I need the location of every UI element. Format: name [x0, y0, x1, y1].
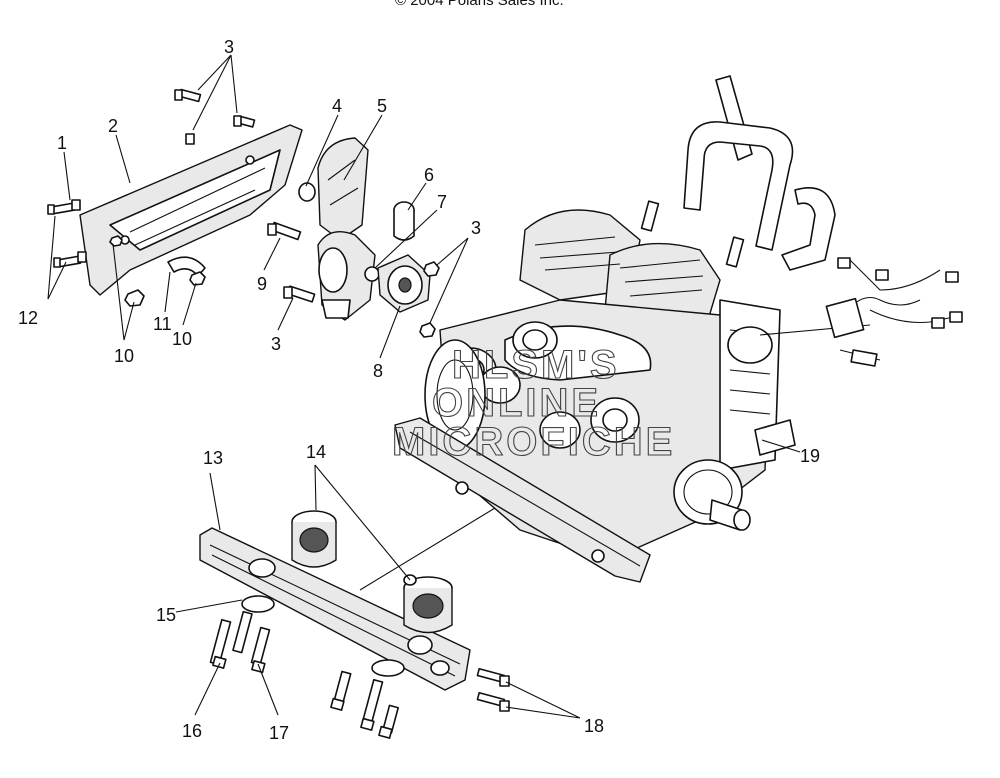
callout-3-top: 3 [224, 37, 234, 57]
callout-14: 14 [306, 442, 326, 462]
callout-4: 4 [332, 96, 342, 116]
wiring-harness [759, 257, 963, 367]
bolts-top [174, 88, 256, 145]
callout-6: 6 [424, 165, 434, 185]
callout-3-right: 3 [471, 218, 481, 238]
callout-9: 9 [257, 274, 267, 294]
washer-15 [241, 595, 275, 613]
callout-11: 11 [153, 314, 172, 334]
watermark: HLSM'S ONLINE MICROFICHE [391, 342, 675, 464]
callout-10-left: 10 [114, 346, 134, 366]
callout-8: 8 [373, 361, 383, 381]
callout-2: 2 [108, 116, 118, 136]
copyright-text: © 2004 Polaris Sales Inc. [395, 0, 564, 9]
bolt-9 [267, 221, 302, 241]
callout-18: 18 [584, 716, 604, 736]
callout-19: 19 [800, 446, 820, 466]
callout-numbers: 3 1 2 12 10 11 10 4 5 6 7 3 9 3 8 13 14 … [18, 37, 820, 743]
bolts-18 [476, 667, 510, 712]
isolators [291, 510, 453, 634]
watermark-line1: HLSM'S [452, 343, 620, 387]
callout-10-right: 10 [172, 329, 192, 349]
watermark-line3: MICROFICHE [392, 420, 675, 464]
bolts-lower [209, 610, 399, 739]
callout-16: 16 [182, 721, 202, 741]
washer [298, 182, 316, 202]
engine-assembly [394, 75, 836, 583]
callout-12: 12 [18, 308, 38, 328]
leader-lines [47, 54, 801, 719]
engine-bracket [317, 137, 369, 241]
callout-1: 1 [57, 133, 67, 153]
watermark-line2: ONLINE [432, 381, 601, 425]
callout-3-lower: 3 [271, 334, 281, 354]
callout-5: 5 [377, 96, 387, 116]
callout-15: 15 [156, 605, 176, 625]
bolts-left [47, 199, 87, 268]
bolts-3-lower [283, 261, 440, 338]
callout-7: 7 [437, 192, 447, 212]
nuts [109, 235, 206, 307]
callout-13: 13 [203, 448, 223, 468]
spacer [393, 210, 415, 241]
callout-17: 17 [269, 723, 289, 743]
